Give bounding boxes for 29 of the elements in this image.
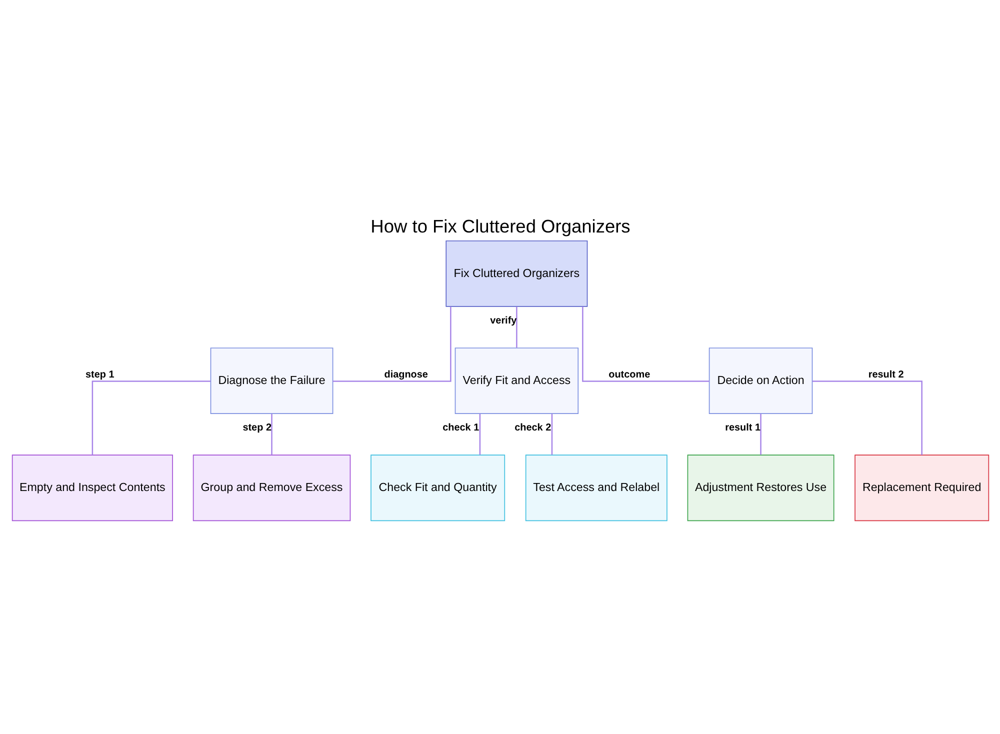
connector <box>332 306 451 382</box>
node-box: Decide on Action <box>708 347 812 414</box>
connector <box>550 413 552 454</box>
node-box: Test Access and Relabel <box>524 454 667 521</box>
connector <box>812 380 922 454</box>
edge-label: check 1 <box>442 422 479 434</box>
connector <box>582 306 709 382</box>
node-box: Adjustment Restores Use <box>686 454 834 521</box>
node-box: Diagnose the Failure <box>210 347 333 414</box>
edge-label: result 1 <box>724 422 760 434</box>
connector <box>91 380 210 454</box>
node-box: Replacement Required <box>854 454 989 521</box>
node-box: Check Fit and Quantity <box>370 454 505 521</box>
node-box: Group and Remove Excess <box>192 454 350 521</box>
edge-label: verify <box>490 315 516 326</box>
diagram-title: How to Fix Cluttered Organizers <box>370 214 630 236</box>
node-box: Verify Fit and Access <box>454 347 578 414</box>
node-box: Empty and Inspect Contents <box>11 454 172 521</box>
node-box: Fix Cluttered Organizers <box>445 240 588 306</box>
connector <box>760 413 761 454</box>
edge-label: check 2 <box>514 422 551 434</box>
connector <box>478 413 480 454</box>
edge-label: diagnose <box>384 369 428 380</box>
edge-label: result 2 <box>868 369 904 380</box>
edge-label: outcome <box>608 369 650 380</box>
edge-label: step 1 <box>85 369 114 380</box>
connector <box>270 413 272 454</box>
connector <box>516 306 517 348</box>
edge-label: step 2 <box>242 422 271 434</box>
